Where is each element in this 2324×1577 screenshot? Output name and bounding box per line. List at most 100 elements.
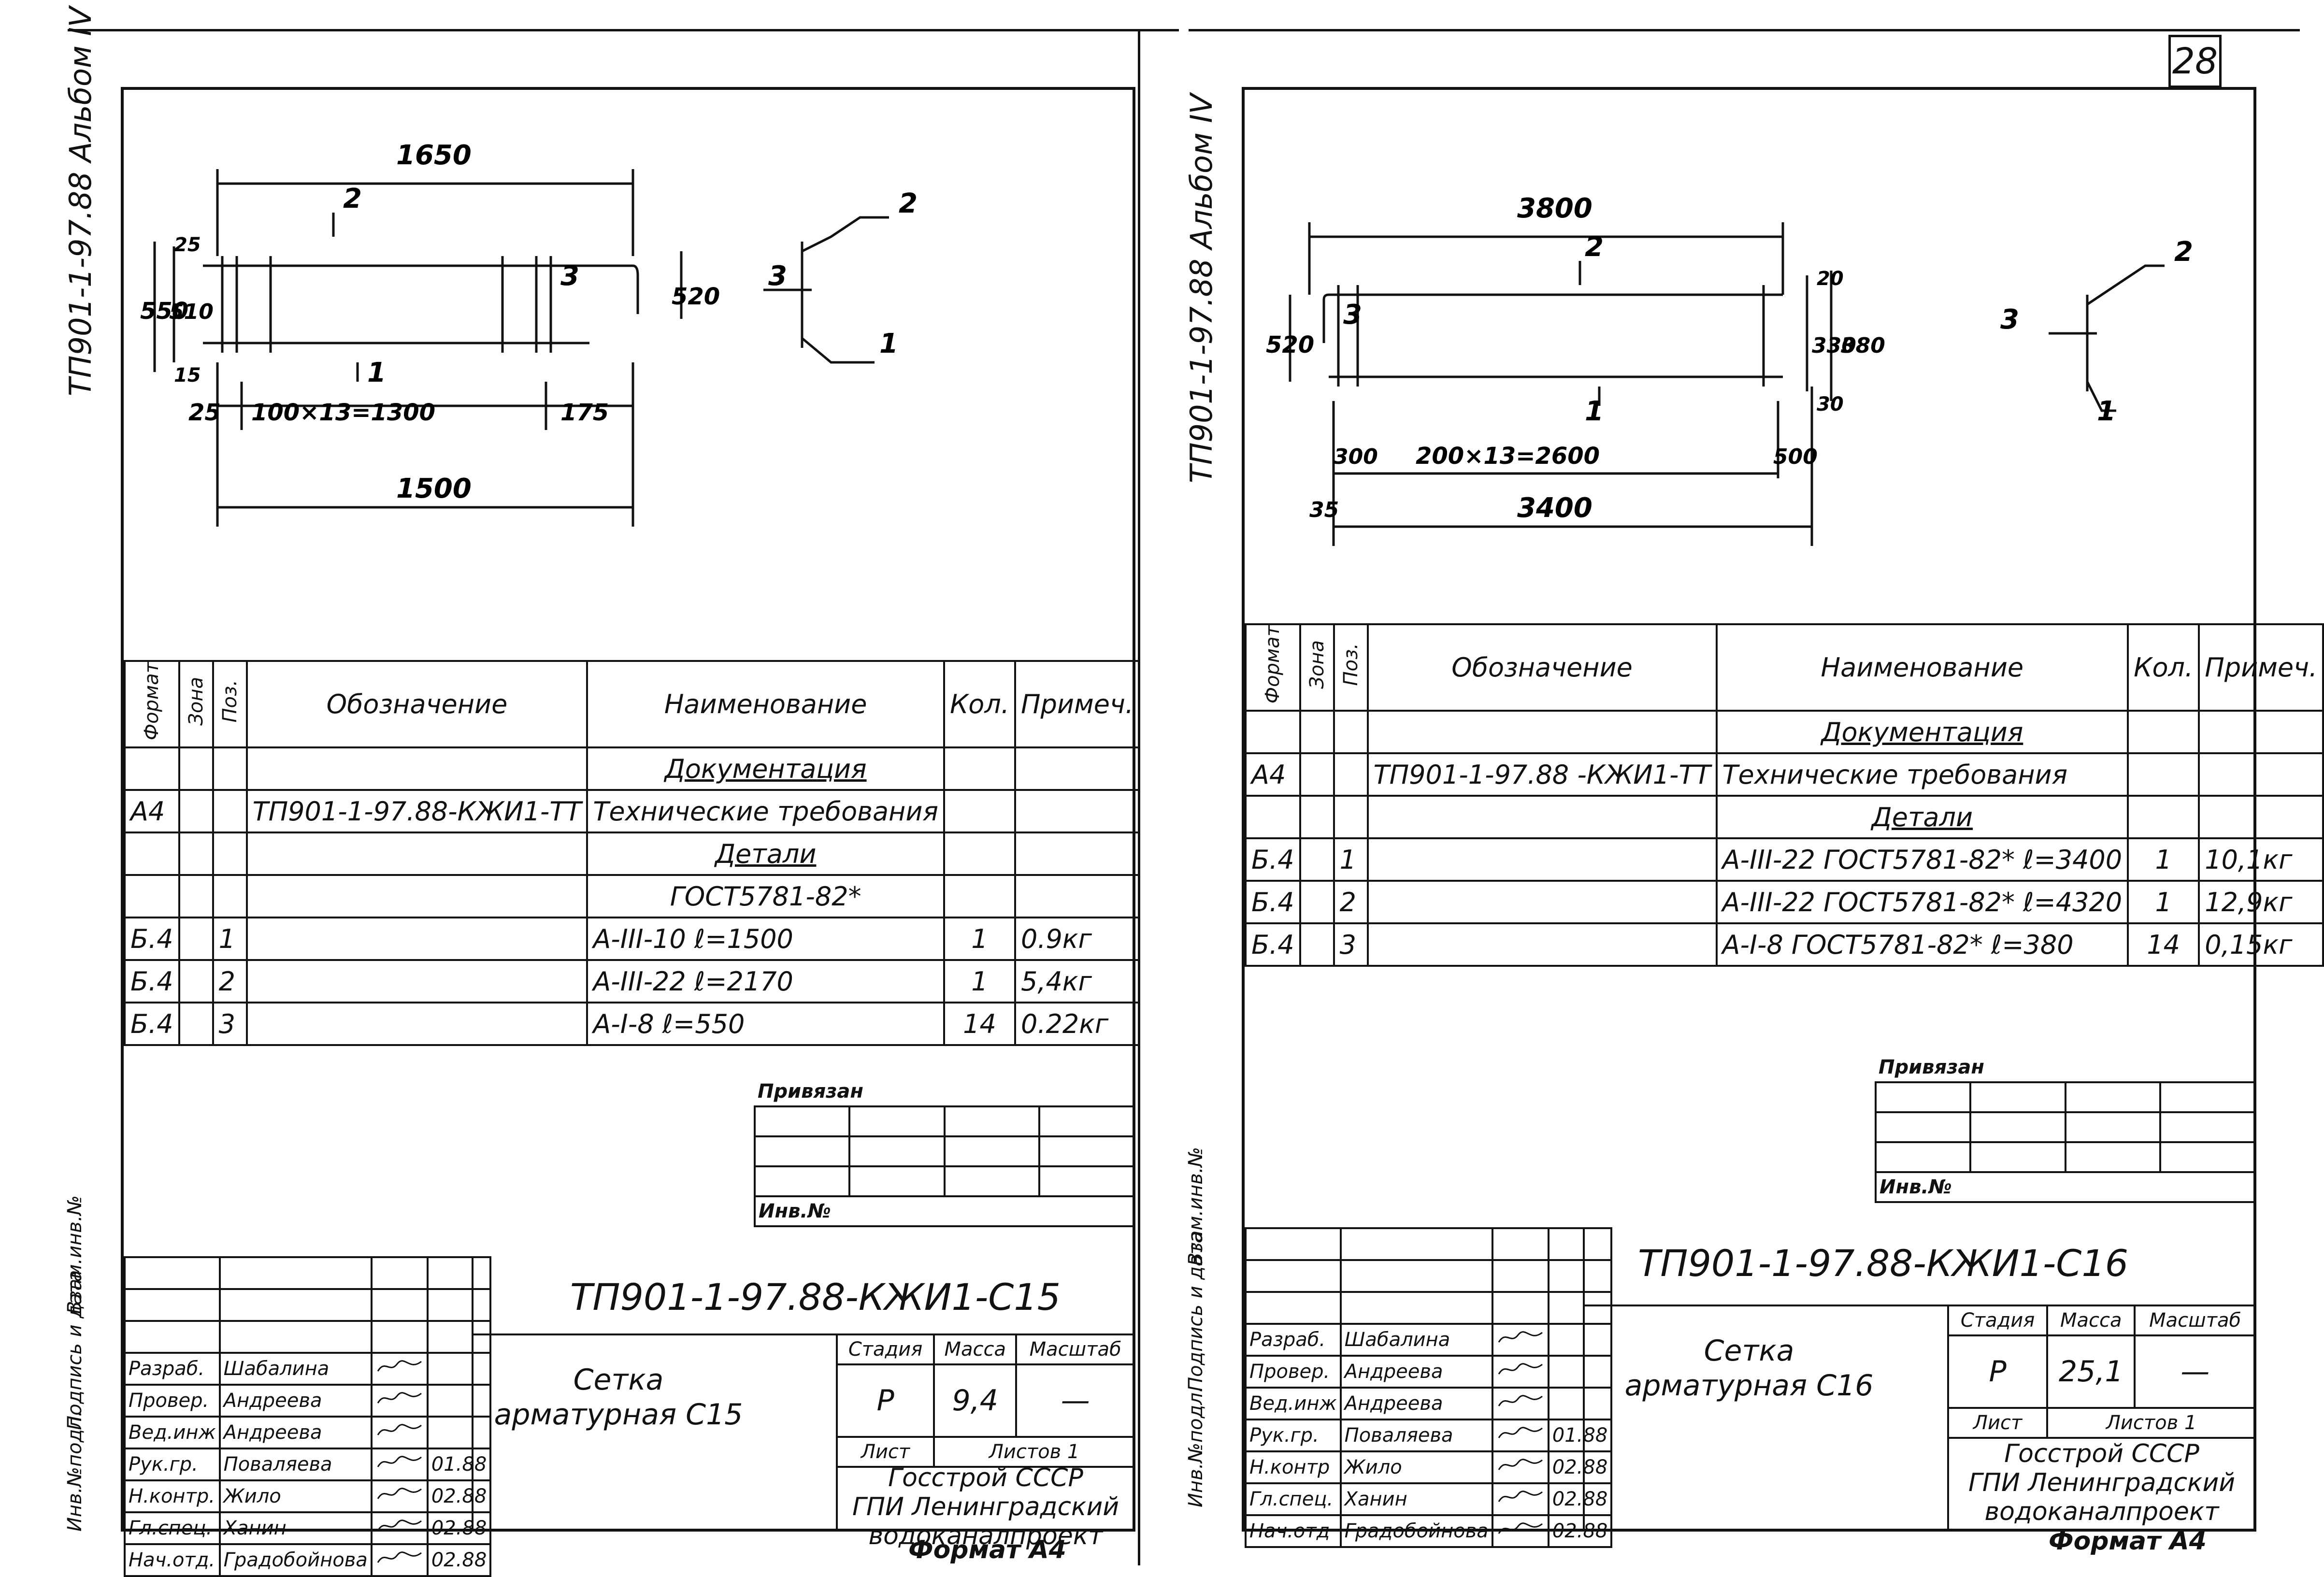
stage-header: Стадия [835,1333,935,1365]
col-zona: Зона [1305,640,1328,689]
spec-cell-naim: А-I-8 ℓ=550 [586,1002,945,1047]
spec-cell-format [124,832,180,876]
spec-cell-oboz [245,832,588,876]
format-label: Формат А4 [908,1535,1066,1564]
spec-cell-kol: 14 [2127,922,2200,967]
signature-row: Разраб.Шабалина [124,1352,492,1386]
spec-cell-oboz [1366,922,1718,967]
handwritten-signature [370,1511,429,1545]
handwritten-signature [1491,1482,1549,1516]
spec-cell-oboz [245,917,588,961]
spec-cell-oboz [245,874,588,919]
spec-header-row: Формат Зона Поз. Обозначение Наименовани… [1245,623,2324,712]
spec-cell-kol: 1 [2127,880,2200,925]
format-label: Формат А4 [2049,1527,2207,1556]
side-label-2: 2 [2174,236,2193,268]
signature-role: Вед.инж [1245,1387,1342,1420]
spec-cell-prim [2198,710,2324,755]
spec-cell-format [1245,710,1301,755]
dim-500: 500 [1773,444,1818,469]
spec-cell-zona [178,874,214,919]
signature-row: Разраб.Шабалина [1245,1323,1613,1357]
handwritten-signature [370,1384,429,1418]
signature-name: Градобойнова [218,1543,373,1577]
spec-cell-poz: 1 [212,917,248,961]
spec-cell-kol [943,874,1017,919]
side-label-3: 3 [2000,304,2019,335]
spec-cell-format: Б.4 [1245,837,1301,882]
drawing-title: Сетка арматурная С15 [494,1363,743,1432]
sheets-count-label: Листов 1 [933,1436,1135,1468]
signature-role: Гл.спец. [124,1511,221,1545]
col-format: Формат [1262,625,1284,704]
stage-value: Р [835,1363,935,1438]
spec-cell-prim [1014,832,1141,876]
spec-row: Детали [124,832,1141,876]
bar-pos2 [203,264,639,314]
spec-cell-prim: 0.22кг [1014,1002,1141,1047]
drawing-title: Сетка арматурная С16 [1624,1334,1874,1403]
specification-table: Формат Зона Поз. Обозначение Наименовани… [1245,623,2324,967]
col-oboz: Обозначение [245,659,588,749]
spec-cell-naim: А-III-22 ℓ=2170 [586,959,945,1004]
col-kol: Кол. [2127,623,2200,712]
privyazan-label: Привязан [755,1077,1134,1107]
signature-date: 01.88 [1547,1419,1613,1452]
album-label: ТП901-1-97.88 Альбом IV [63,6,98,396]
stage-mass-scale: Стадия Масса Масштаб Р 9,4 — Лист Листов… [835,1333,1135,1468]
spec-cell-poz: 3 [212,1002,248,1047]
spec-cell-format: Б.4 [124,1002,180,1047]
signature-role: Провер. [124,1384,221,1418]
inv-no-label: Инв.№ [1875,1171,2256,1203]
signature-date [1547,1323,1613,1357]
spec-cell-naim: А-III-22 ГОСТ5781-82* ℓ=3400 [1715,837,2129,882]
spec-cell-prim [1014,874,1141,919]
top-trim-line [1189,29,2300,31]
spec-cell-kol: 14 [943,1002,1017,1047]
col-poz: Поз. [218,679,241,723]
spec-cell-prim [2198,795,2324,840]
sheets-count-label: Листов 1 [2046,1407,2256,1439]
spec-cell-poz [1333,710,1369,755]
signature-role: Нач.отд [1245,1514,1342,1548]
dim-15: 15 [174,364,201,387]
dim-1500: 1500 [396,473,472,504]
sidebar-inv-podl: Инв.№подл. [64,1410,86,1532]
col-naim: Наименование [586,659,945,749]
spec-cell-poz [212,746,248,791]
side-label-1: 1 [879,328,898,359]
dim-3800: 3800 [1517,193,1592,224]
dim-1650: 1650 [396,140,472,171]
signature-name: Андреева [1339,1387,1493,1420]
signature-role: Рук.гр. [124,1448,221,1481]
spec-cell-zona [1299,795,1335,840]
drawing-sheet-c15: ТП901-1-97.88 Альбом IV Взам.инв.№ Подпи… [63,7,1179,1577]
spec-cell-prim: 12,9кг [2198,880,2324,925]
signature-date: 02.88 [426,1511,492,1545]
spec-cell-zona [1299,922,1335,967]
spec-cell-prim [1014,746,1141,791]
dim-30: 30 [1817,393,1844,416]
signature-role: Вед.инж [124,1416,221,1449]
side-label-2: 2 [899,188,918,219]
scale-value: — [1015,1363,1135,1438]
spec-cell-kol [2127,795,2200,840]
inv-no-label: Инв.№ [754,1195,1135,1227]
spec-cell-format: Б.4 [124,959,180,1004]
signature-name: Ханин [218,1511,373,1545]
spec-cell-kol [2127,710,2200,755]
spec-row: Документация [1245,710,2324,755]
signature-row: Провер.Андреева [1245,1355,1613,1389]
spec-cell-naim: А-III-22 ГОСТ5781-82* ℓ=4320 [1715,880,2129,925]
spec-cell-zona [178,1002,214,1047]
dim-550: 550 [140,298,188,325]
mass-header: Масса [933,1333,1018,1365]
spec-cell-naim: Документация [1715,710,2129,755]
spec-cell-poz: 2 [1333,880,1369,925]
